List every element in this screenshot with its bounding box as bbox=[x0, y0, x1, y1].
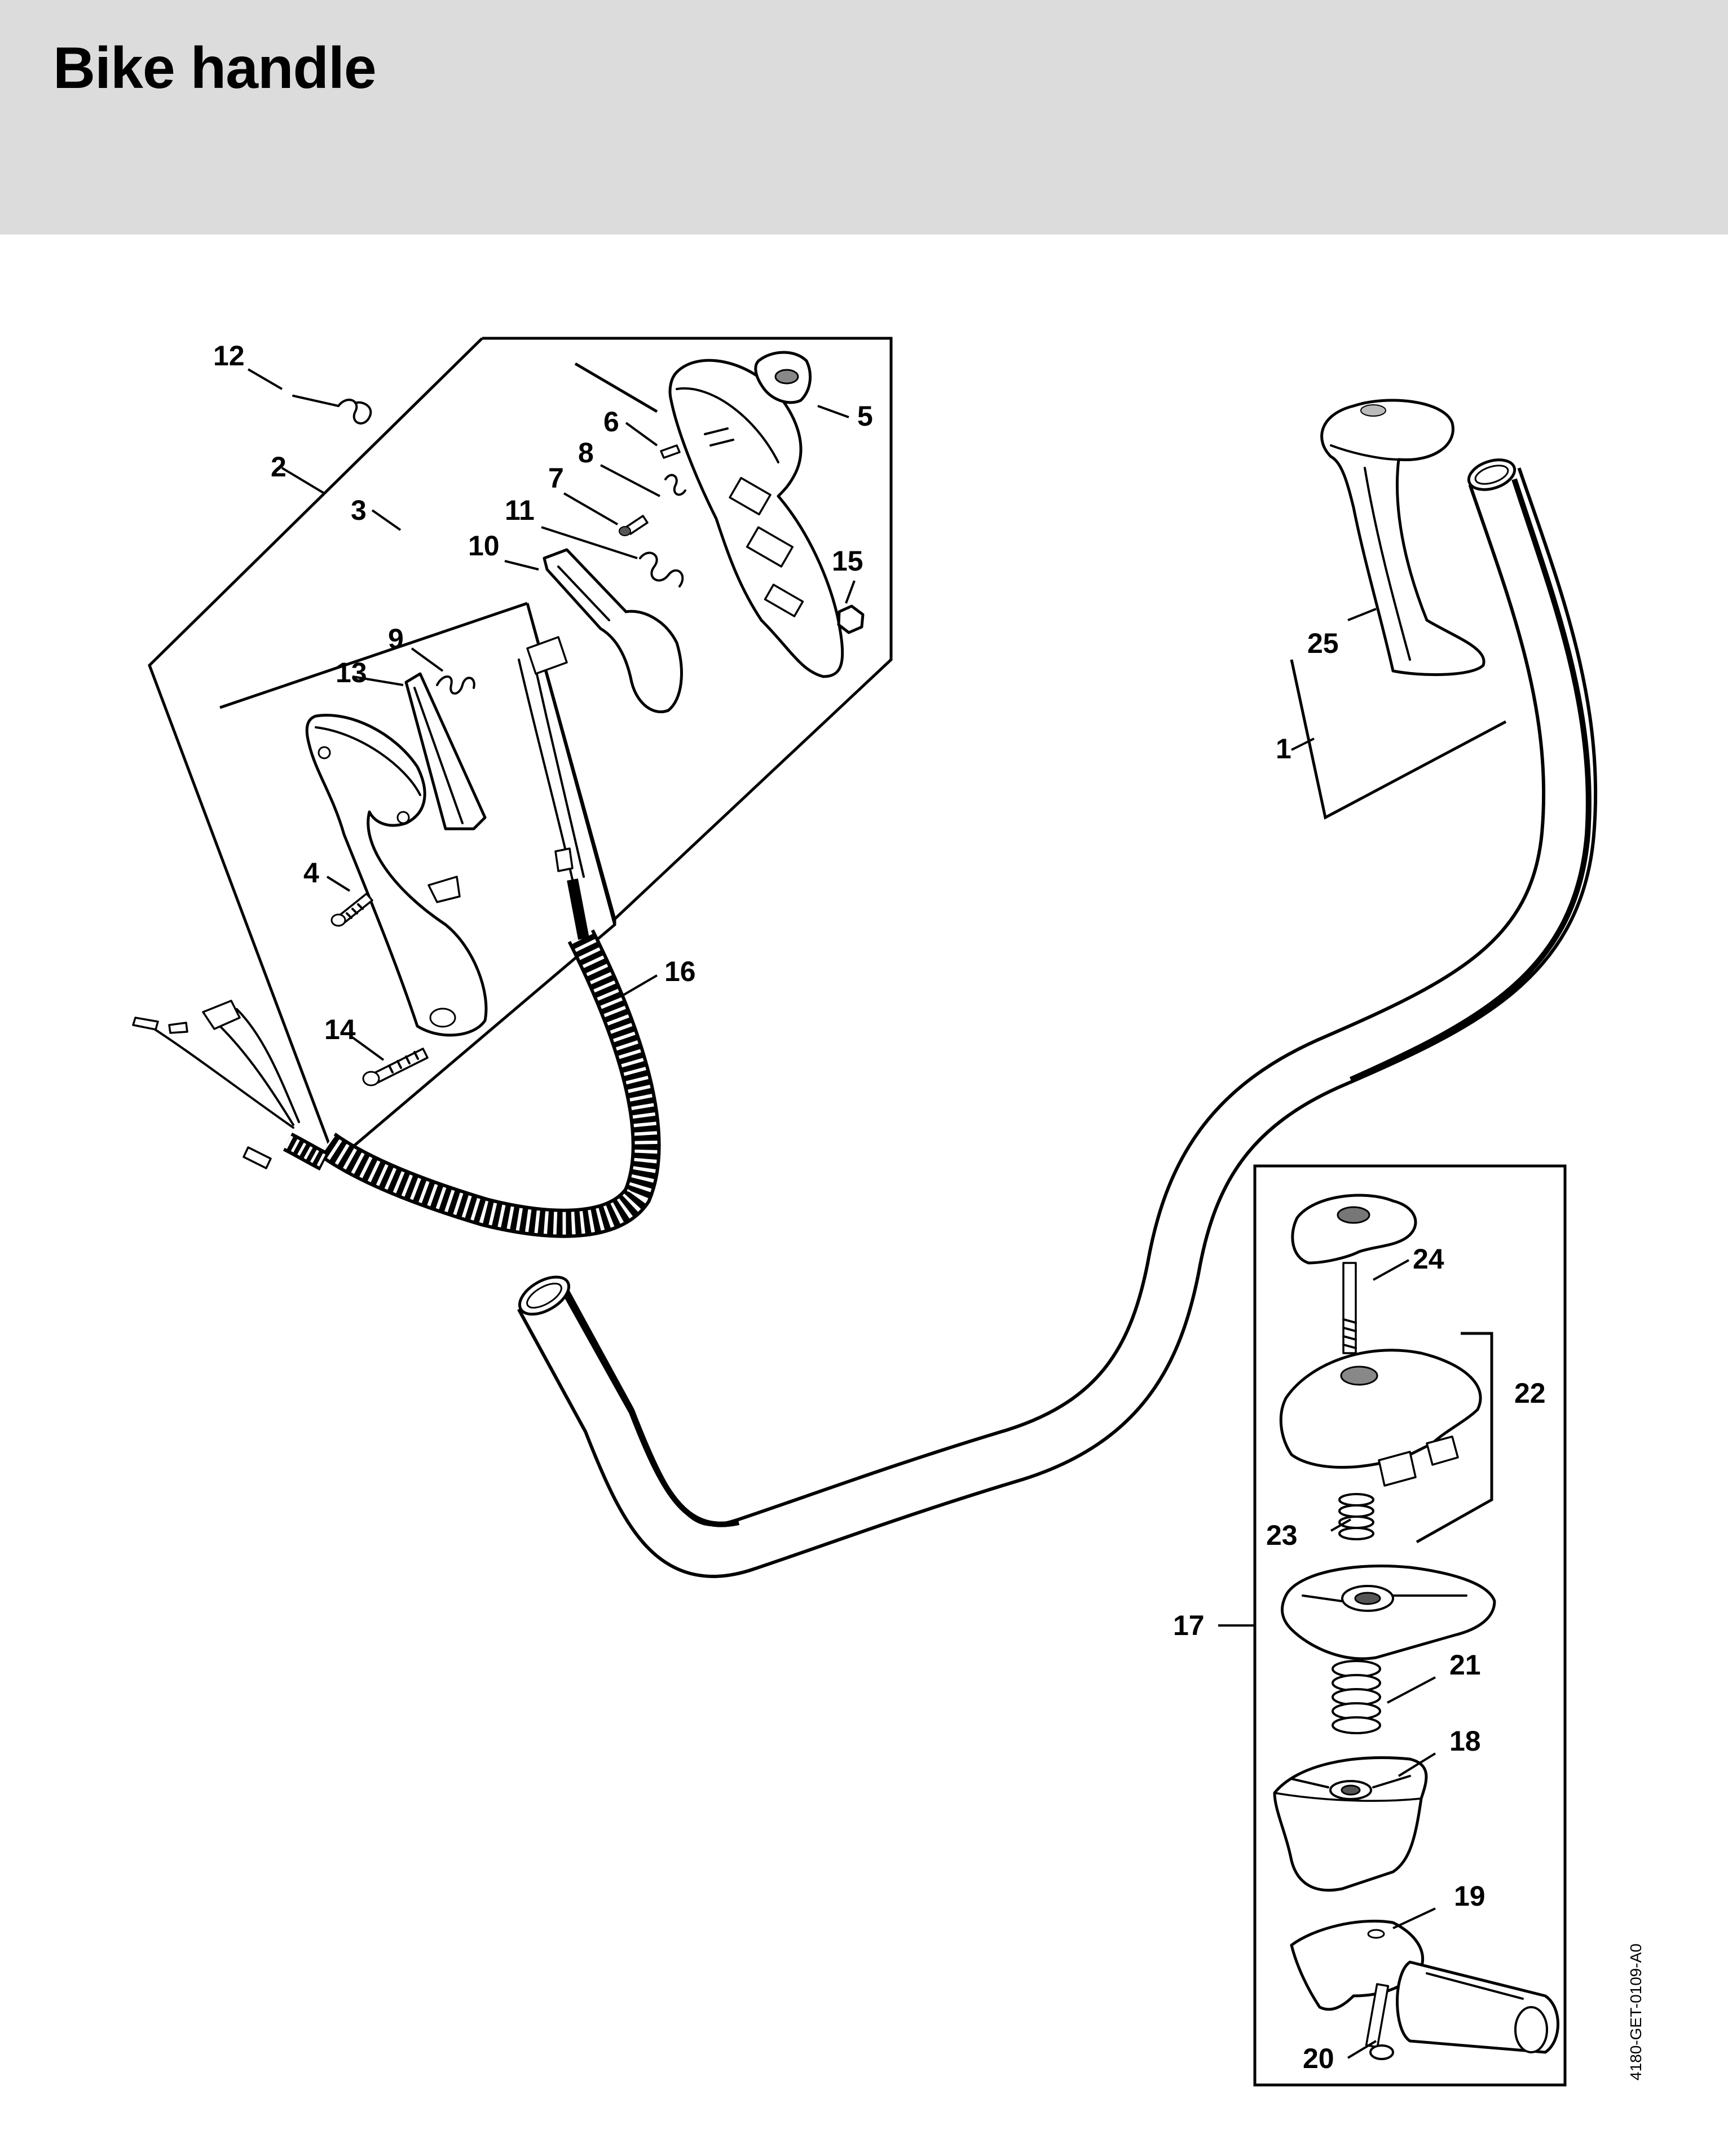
trigger-part-10 bbox=[543, 548, 683, 714]
leader-lines bbox=[247, 368, 1436, 2059]
handlebar-tube bbox=[517, 458, 1598, 1578]
screw-part-20 bbox=[1365, 1983, 1394, 2060]
nut-part-15 bbox=[837, 604, 865, 634]
callout-5: 5 bbox=[857, 400, 873, 432]
callout-6: 6 bbox=[603, 406, 619, 438]
pin-part-6 bbox=[660, 444, 681, 459]
callout-13: 13 bbox=[336, 657, 367, 688]
lever-part-13 bbox=[404, 672, 487, 830]
callout-25: 25 bbox=[1307, 628, 1339, 659]
callout-22: 22 bbox=[1514, 1377, 1546, 1409]
spring-part-21 bbox=[1332, 1660, 1381, 1734]
callout-11: 11 bbox=[505, 494, 535, 526]
callout-18: 18 bbox=[1449, 1725, 1481, 1757]
assembly-frame-1 bbox=[1290, 659, 1507, 820]
callout-10: 10 bbox=[468, 530, 500, 562]
spring-part-11 bbox=[639, 551, 684, 587]
callout-1: 1 bbox=[1276, 733, 1291, 765]
tube-segment bbox=[1396, 1960, 1559, 2054]
callout-15: 15 bbox=[832, 545, 863, 577]
screw-part-7 bbox=[619, 515, 649, 536]
callout-labels: 12 2 3 6 5 8 7 11 10 15 9 13 4 16 14 25 … bbox=[213, 340, 1546, 2074]
cap-part-5 bbox=[754, 351, 812, 404]
spring-part-9 bbox=[436, 675, 475, 695]
callout-8: 8 bbox=[578, 437, 594, 469]
spring-part-23 bbox=[1338, 1493, 1374, 1540]
screw-part-14 bbox=[362, 1048, 429, 1086]
callout-23: 23 bbox=[1266, 1519, 1298, 1551]
callout-3: 3 bbox=[351, 494, 367, 526]
wing-screw-part-24 bbox=[1291, 1194, 1417, 1354]
clamp-plate-part bbox=[1280, 1564, 1496, 1660]
document-code: 4180-GET-0109-A0 bbox=[1627, 1943, 1645, 2080]
callout-14: 14 bbox=[324, 1014, 356, 1045]
control-handle-shell bbox=[305, 714, 488, 1037]
clamp-cover-part-22 bbox=[1279, 1349, 1482, 1487]
callout-12: 12 bbox=[213, 340, 245, 372]
callout-9: 9 bbox=[388, 623, 404, 655]
screw-part-4 bbox=[330, 893, 373, 927]
assembly-frame-3 bbox=[219, 362, 658, 925]
callout-17: 17 bbox=[1173, 1610, 1205, 1641]
spring-part-8 bbox=[664, 474, 686, 496]
callout-21: 21 bbox=[1449, 1649, 1481, 1681]
callout-19: 19 bbox=[1454, 1880, 1485, 1912]
callout-24: 24 bbox=[1413, 1243, 1444, 1275]
control-handle-half bbox=[668, 359, 844, 678]
grip-part-25 bbox=[1320, 399, 1485, 677]
throttle-cable-part-16 bbox=[132, 636, 661, 1238]
callout-7: 7 bbox=[548, 462, 564, 494]
header-band: Bike handle bbox=[0, 0, 1728, 235]
spring-part-12 bbox=[292, 395, 372, 425]
callout-16: 16 bbox=[664, 956, 696, 987]
callout-4: 4 bbox=[303, 857, 319, 889]
clamp-housing-part-18 bbox=[1273, 1756, 1428, 1892]
callout-2: 2 bbox=[271, 451, 286, 483]
callout-20: 20 bbox=[1303, 2043, 1334, 2074]
page-title: Bike handle bbox=[53, 36, 377, 101]
